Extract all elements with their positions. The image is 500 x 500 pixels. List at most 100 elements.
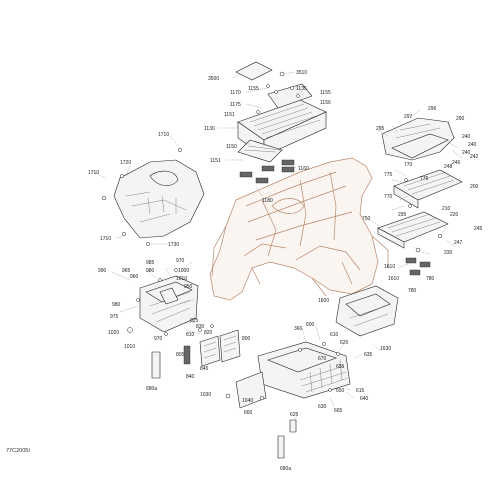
label-670: 670	[318, 356, 327, 362]
label-1160: 1160	[298, 166, 309, 172]
label-242: 242	[470, 154, 479, 160]
label-660: 660	[244, 410, 253, 416]
label-245: 245	[474, 226, 483, 232]
label-970: 970	[176, 258, 185, 264]
label-1020: 1020	[108, 330, 119, 336]
grommet-1020	[127, 327, 133, 333]
label-625: 625	[290, 412, 299, 418]
label-825: 825	[190, 318, 199, 324]
label-640: 640	[360, 396, 369, 402]
label-770-b: 770	[384, 194, 393, 200]
label-840: 840	[186, 374, 195, 380]
label-1175: 1175	[230, 102, 241, 108]
label-810: 810	[186, 332, 195, 338]
label-230: 230	[444, 250, 453, 256]
label-650: 650	[336, 388, 345, 394]
electrical-panel	[183, 324, 241, 367]
vehicle-frame	[209, 157, 389, 301]
label-965: 965	[122, 268, 131, 274]
label-220: 220	[450, 212, 459, 218]
label-1630: 1630	[380, 346, 391, 352]
clip-1180	[239, 171, 253, 178]
rear-storage-1600	[335, 285, 399, 337]
label-295-b: 295	[398, 212, 407, 218]
label-3510: 3510	[296, 70, 307, 76]
label-600: 600	[306, 322, 315, 328]
label-1600: 1600	[318, 298, 329, 304]
label-1000: 1000	[178, 268, 189, 274]
strap-680a	[151, 351, 161, 379]
label-297: 297	[404, 114, 413, 120]
label-1710: 1710	[158, 132, 169, 138]
part-labels: 3500 3510 1170 1155 1135 1155 1175 1156 …	[88, 70, 483, 472]
strap-680a-b	[277, 435, 285, 459]
label-830: 830	[196, 324, 205, 330]
label-240: 240	[462, 134, 471, 140]
label-1130: 1130	[204, 126, 215, 132]
label-990: 990	[98, 268, 107, 274]
label-248: 248	[444, 164, 453, 170]
label-1710-b: 1710	[88, 170, 99, 176]
label-770: 770	[404, 162, 413, 168]
label-210: 210	[442, 206, 451, 212]
label-1730: 1730	[168, 242, 179, 248]
label-630: 630	[318, 404, 327, 410]
label-1610: 1610	[384, 264, 395, 270]
label-1010: 1010	[176, 276, 187, 282]
cover-1710	[113, 159, 205, 239]
label-3500: 3500	[208, 76, 219, 82]
label-620: 620	[340, 340, 349, 346]
label-1151-b: 1151	[210, 158, 221, 164]
label-1150: 1150	[226, 144, 237, 150]
label-1155: 1155	[248, 86, 259, 92]
upper-console-tray	[235, 61, 327, 184]
label-1710-c: 1710	[100, 236, 111, 242]
label-980: 980	[146, 268, 155, 274]
label-820: 820	[204, 330, 213, 336]
label-295: 295	[376, 126, 385, 132]
label-780: 780	[426, 276, 435, 282]
label-985: 985	[146, 260, 155, 266]
label-246: 246	[452, 160, 461, 166]
label-615: 615	[356, 388, 365, 394]
label-780-b: 780	[408, 288, 417, 294]
label-1151: 1151	[224, 112, 235, 118]
label-1155-b: 1155	[320, 90, 331, 96]
label-296: 296	[428, 106, 437, 112]
label-1010-b: 1010	[124, 344, 135, 350]
clip-1160	[281, 159, 295, 166]
module-1040	[235, 371, 267, 409]
label-805: 805	[176, 352, 185, 358]
label-1040: 1040	[242, 398, 253, 404]
panel-810	[199, 335, 221, 367]
label-240-b: 240	[468, 142, 477, 148]
label-1156: 1156	[320, 100, 331, 106]
label-1610-b: 1610	[388, 276, 399, 282]
label-290: 290	[456, 116, 465, 122]
document-code: 77C2005I	[6, 448, 30, 454]
label-655: 655	[336, 364, 345, 370]
label-200: 200	[470, 184, 479, 190]
label-247: 247	[454, 240, 463, 246]
label-610: 610	[330, 332, 339, 338]
label-240-c: 240	[462, 150, 471, 156]
label-1720: 1720	[120, 160, 131, 166]
leader-lines	[91, 71, 463, 421]
label-680a-b: 680a	[280, 466, 291, 472]
label-750: 750	[362, 216, 371, 222]
label-775: 775	[384, 172, 393, 178]
label-665: 665	[334, 408, 343, 414]
label-1180: 1180	[262, 198, 273, 204]
label-776: 776	[420, 176, 429, 182]
label-1030: 1030	[200, 392, 211, 398]
label-975: 975	[110, 314, 119, 320]
battery-box-assembly	[127, 268, 199, 379]
label-360: 360	[294, 326, 303, 332]
label-950: 950	[184, 284, 193, 290]
label-680a: 680a	[146, 386, 157, 392]
label-800: 800	[242, 336, 251, 342]
label-970-b: 970	[154, 336, 163, 342]
label-1135: 1135	[296, 86, 307, 92]
right-storage-assembly	[377, 117, 463, 276]
